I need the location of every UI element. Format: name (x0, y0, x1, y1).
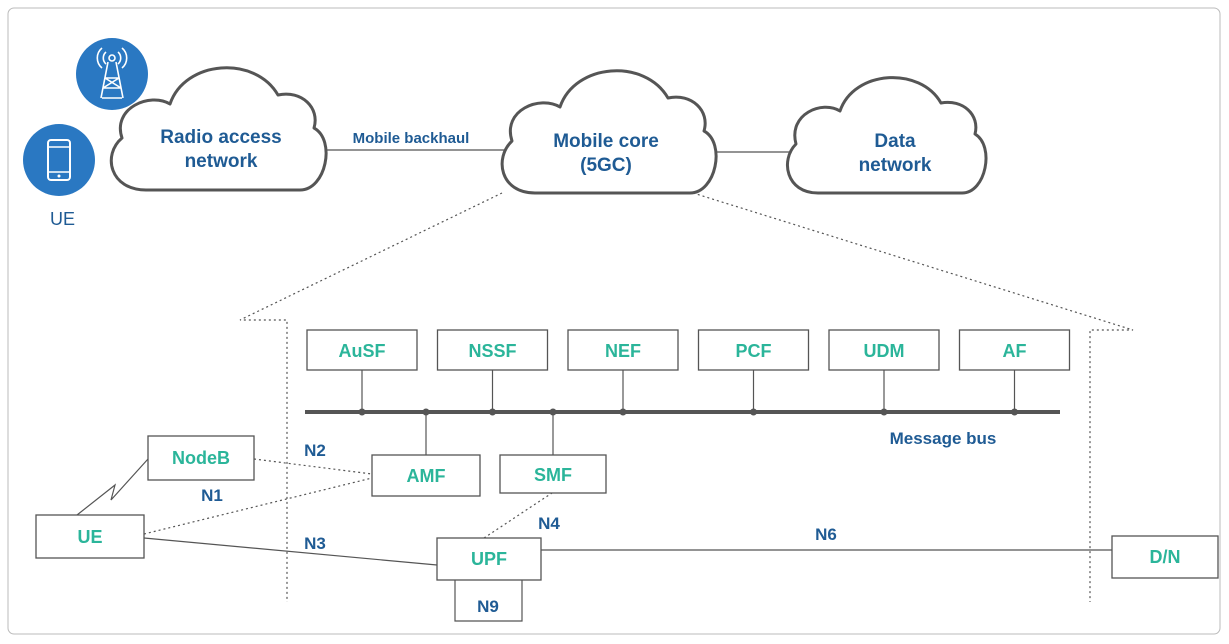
nf-af-bus-joint (1011, 408, 1018, 416)
nodeb-label: NodeB (172, 448, 230, 468)
nf-nssf-bus-joint (489, 408, 496, 416)
nf-ausf-bus-joint (358, 408, 366, 416)
core-projection-left (239, 192, 503, 602)
n4-label: N4 (538, 514, 560, 533)
nf-pcf-label: PCF (736, 341, 772, 361)
mobile-core-cloud: Mobile core (5GC) (500, 69, 718, 195)
smartphone-icon (23, 124, 95, 196)
dn-label: D/N (1150, 547, 1181, 567)
nf-pcf-box (697, 329, 810, 371)
nf-nssf: NSSF (436, 329, 549, 416)
nf-nef-bus-joint (619, 408, 627, 416)
nf-nssf-box (436, 329, 549, 371)
nf-nef: NEF (567, 329, 679, 416)
nf-ausf-box (306, 329, 418, 371)
nf-nssf-label: NSSF (468, 341, 516, 361)
nf-af-label: AF (1003, 341, 1027, 361)
data-network-label-line1: Data (874, 131, 916, 152)
radio-access-network-cloud: Radio access network (109, 66, 328, 192)
nf-af: AF (958, 329, 1071, 416)
data-network-label-line2: network (859, 155, 932, 176)
nf-udm: UDM (828, 329, 940, 416)
ue-node-label: UE (77, 527, 102, 547)
upf-node: UPF (436, 537, 542, 581)
data-network-node: D/N (1111, 535, 1219, 579)
ran-label-line2: network (185, 151, 258, 172)
n3-label: N3 (304, 534, 326, 553)
n2-label: N2 (304, 441, 326, 460)
amf-bus-joint (422, 408, 430, 416)
data-network-cloud: Data network (786, 76, 988, 195)
smf-bus-joint (549, 408, 557, 416)
core-label-line1: Mobile core (553, 131, 659, 152)
smf-label: SMF (534, 465, 572, 485)
mobile-backhaul-label: Mobile backhaul (353, 130, 470, 147)
n3-link (143, 537, 438, 566)
n9-loop (454, 580, 523, 622)
nf-af-box (958, 329, 1071, 371)
upf-label: UPF (471, 549, 507, 569)
amf-label: AMF (407, 466, 446, 486)
nf-udm-box (828, 329, 940, 371)
ue-caption: UE (50, 209, 75, 229)
nf-ausf: AuSF (306, 329, 418, 416)
nf-pcf: PCF (697, 329, 810, 416)
n4-link (483, 492, 553, 539)
nf-ausf-label: AuSF (339, 341, 386, 361)
ran-label-line1: Radio access (160, 127, 281, 148)
n6-label: N6 (815, 525, 837, 544)
network-functions: AuSF NSSF NEF PCF UDM AF (306, 329, 1071, 416)
nf-nef-label: NEF (605, 341, 641, 361)
n1-link (143, 477, 373, 535)
nodeb-node: NodeB (147, 435, 255, 481)
core-projection-right (692, 192, 1134, 602)
nf-nef-box (567, 329, 679, 371)
nf-udm-label: UDM (864, 341, 905, 361)
ue-node: UE (35, 514, 145, 559)
radio-link (76, 458, 149, 516)
radio-tower-icon (76, 38, 148, 110)
amf-node: AMF (371, 454, 481, 497)
n9-label: N9 (477, 597, 499, 616)
nf-udm-bus-joint (880, 408, 888, 416)
nf-pcf-bus-joint (750, 408, 757, 416)
smf-node: SMF (499, 454, 607, 494)
message-bus-label: Message bus (890, 429, 997, 448)
n1-label: N1 (201, 486, 223, 505)
core-label-line2: (5GC) (580, 155, 632, 176)
